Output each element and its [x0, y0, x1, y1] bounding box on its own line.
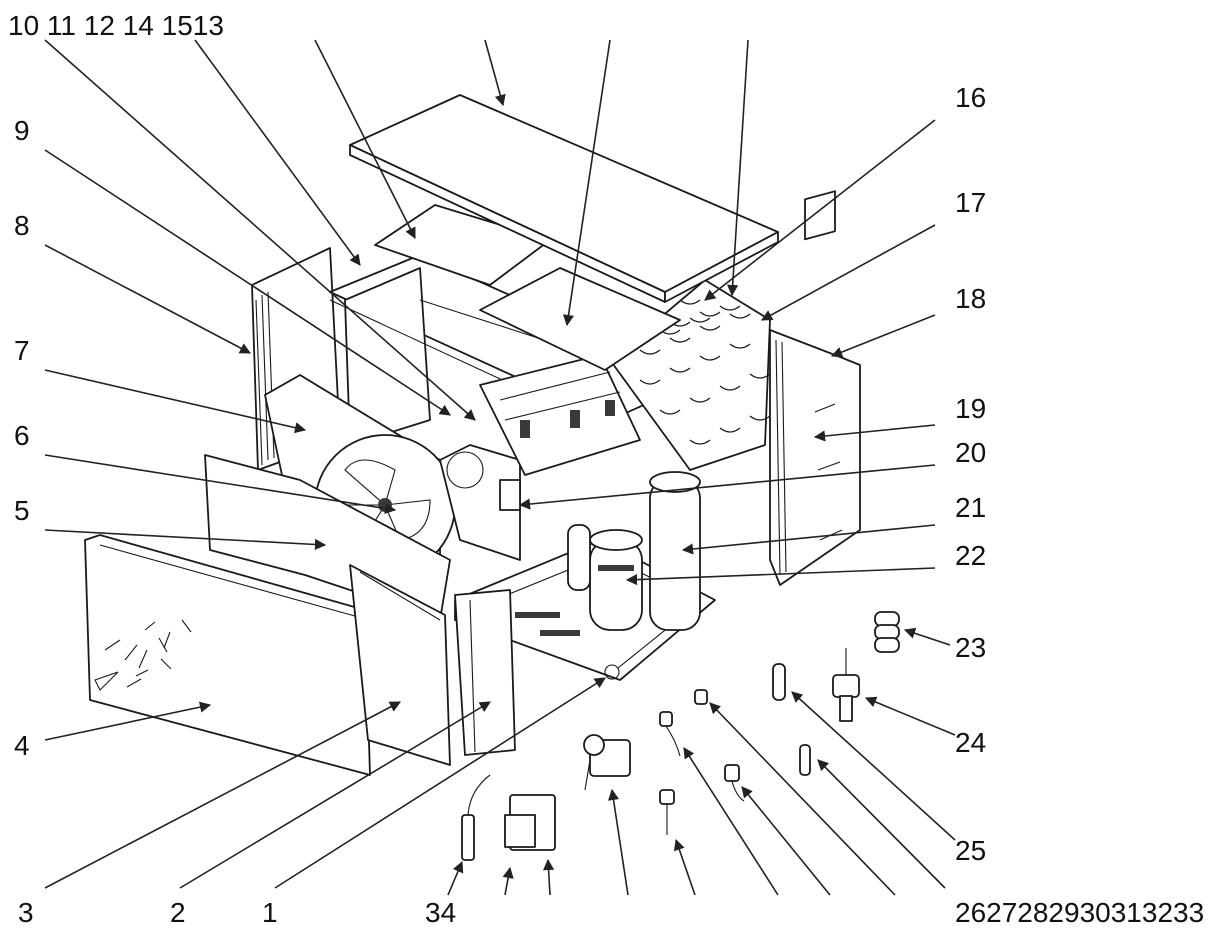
callout-labels: 10 11 12 14 1513 9 8 7 6 5 4 3 2 1 34 26… [8, 10, 1204, 928]
callout-24: 24 [955, 727, 986, 758]
corner-plate [454, 589, 516, 756]
right-side-panel [769, 190, 861, 586]
front-panel [84, 534, 371, 776]
valve-27 [724, 764, 745, 802]
pressure-switch-24 [832, 648, 860, 722]
leader-lines [44, 39, 956, 896]
callout-6: 6 [14, 420, 30, 451]
callout-bottom-row: 2627282930313233 [955, 897, 1204, 928]
valve-28 [694, 689, 708, 705]
callout-7: 7 [14, 335, 30, 366]
sensor-30 [659, 789, 675, 835]
solenoid-valve-31 [583, 734, 631, 791]
callout-23: 23 [955, 632, 986, 663]
coil-springs-23 [874, 611, 900, 653]
callout-4: 4 [14, 730, 30, 761]
motor-bracket [439, 444, 521, 561]
callout-17: 17 [955, 187, 986, 218]
callout-5: 5 [14, 495, 30, 526]
callout-8: 8 [14, 210, 30, 241]
liquid-receiver [649, 471, 701, 631]
callout-21: 21 [955, 492, 986, 523]
front-panel-logo-marks [94, 619, 192, 691]
callout-3: 3 [18, 897, 34, 928]
callout-20: 20 [955, 437, 986, 468]
callout-18: 18 [955, 283, 986, 314]
controller-32-33 [504, 794, 556, 851]
callout-22: 22 [955, 540, 986, 571]
inner-top-plate [374, 204, 681, 371]
valve-29 [659, 711, 681, 757]
sensor-25 [772, 663, 786, 701]
valve-26 [799, 744, 811, 776]
callout-34: 34 [425, 897, 456, 928]
callout-25: 25 [955, 835, 986, 866]
callout-top-row: 10 11 12 14 1513 [8, 10, 224, 41]
callout-19: 19 [955, 393, 986, 424]
top-cover [349, 94, 779, 303]
accumulator [567, 524, 591, 591]
callout-1: 1 [262, 897, 278, 928]
temperature-probe-34 [461, 774, 491, 861]
callout-16: 16 [955, 82, 986, 113]
electrical-box [479, 354, 641, 476]
loose-components [461, 611, 900, 861]
callout-2: 2 [170, 897, 186, 928]
callout-9: 9 [14, 115, 30, 146]
compressor [589, 529, 643, 631]
